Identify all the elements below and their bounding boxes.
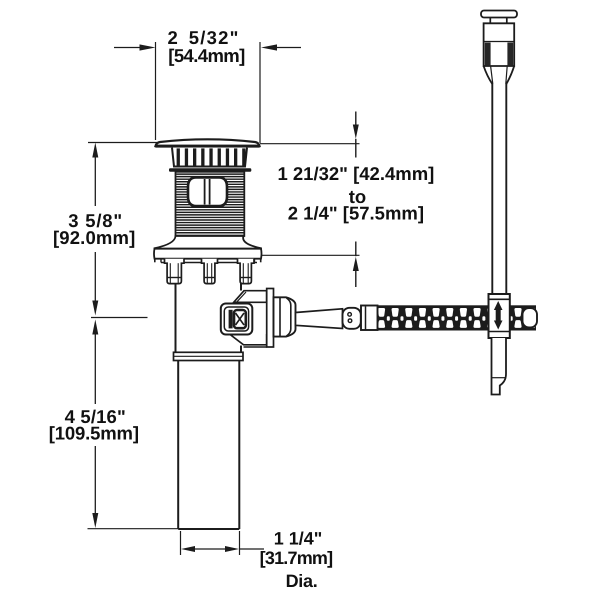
svg-text:to: to [349, 186, 366, 207]
svg-text:1 1/4": 1 1/4" [274, 528, 323, 548]
svg-text:[54.4mm]: [54.4mm] [168, 45, 245, 66]
svg-text:[109.5mm]: [109.5mm] [49, 422, 139, 443]
svg-text:[92.0mm]: [92.0mm] [53, 227, 135, 248]
svg-text:[31.7mm]: [31.7mm] [260, 548, 333, 568]
svg-text:2 5/32": 2 5/32" [167, 27, 239, 48]
svg-text:1 21/32" [42.4mm]: 1 21/32" [42.4mm] [277, 163, 434, 184]
svg-text:4 5/16": 4 5/16" [65, 406, 126, 427]
svg-text:3 5/8": 3 5/8" [68, 210, 123, 231]
svg-text:2 1/4" [57.5mm]: 2 1/4" [57.5mm] [288, 203, 424, 224]
svg-text:Dia.: Dia. [286, 571, 318, 591]
